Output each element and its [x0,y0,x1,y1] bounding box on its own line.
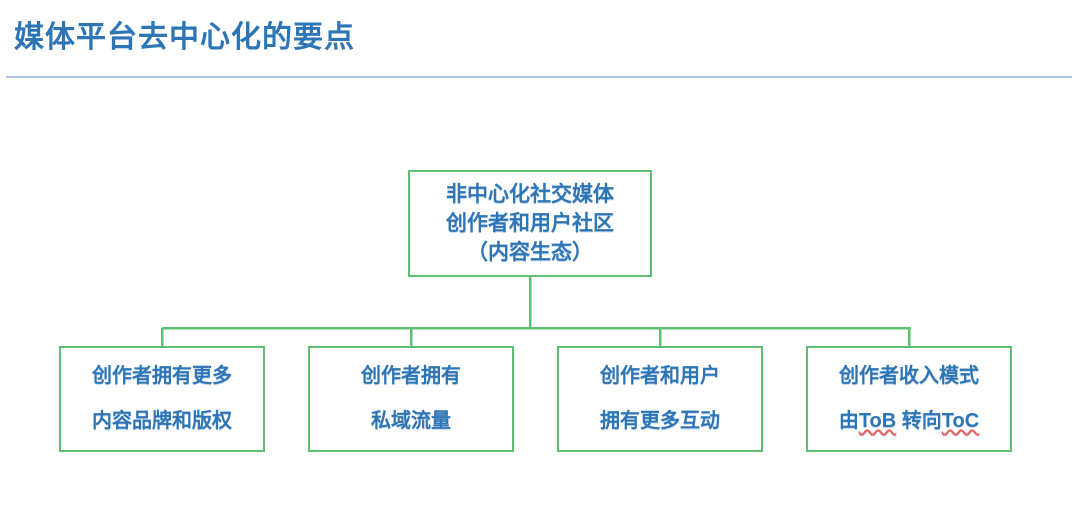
leaf-node-3-line-2: 由ToB 转向ToC [839,399,979,444]
leaf-node-2-line-1: 创作者和用户 [600,365,720,387]
spellcheck-term-tob: ToB [858,410,897,432]
leaf-node-3-line-1: 创作者收入模式 [839,365,979,387]
leaf-node-1-line-2: 私域流量 [371,410,451,432]
leaf-node-3-text-before: 由 [838,410,859,432]
leaf-node-creator-private-traffic[interactable]: 创作者拥有 私域流量 [308,346,514,452]
leaf-node-0-line-1: 创作者拥有更多 [92,365,232,387]
leaf-node-1-line-1: 创作者拥有 [361,365,461,387]
leaf-node-2-line-2: 拥有更多互动 [600,410,720,432]
root-node-line-1: 非中心化社交媒体 [446,183,614,206]
title-divider [6,76,1072,78]
leaf-node-creator-content-rights[interactable]: 创作者拥有更多 内容品牌和版权 [59,346,265,452]
root-node-line-3: （内容生态） [467,241,593,264]
leaf-node-creator-user-interaction[interactable]: 创作者和用户 拥有更多互动 [557,346,763,452]
leaf-node-3-text-middle: 转向 [896,410,942,432]
leaf-node-creator-revenue-model[interactable]: 创作者收入模式 由ToB 转向ToC [806,346,1012,452]
leaf-node-0-line-2: 内容品牌和版权 [92,410,232,432]
page-title: 媒体平台去中心化的要点 [14,21,355,54]
root-node[interactable]: 非中心化社交媒体 创作者和用户社区 （内容生态） [408,170,652,277]
root-node-line-2: 创作者和用户社区 [446,212,614,235]
spellcheck-term-toc: ToC [941,410,980,432]
